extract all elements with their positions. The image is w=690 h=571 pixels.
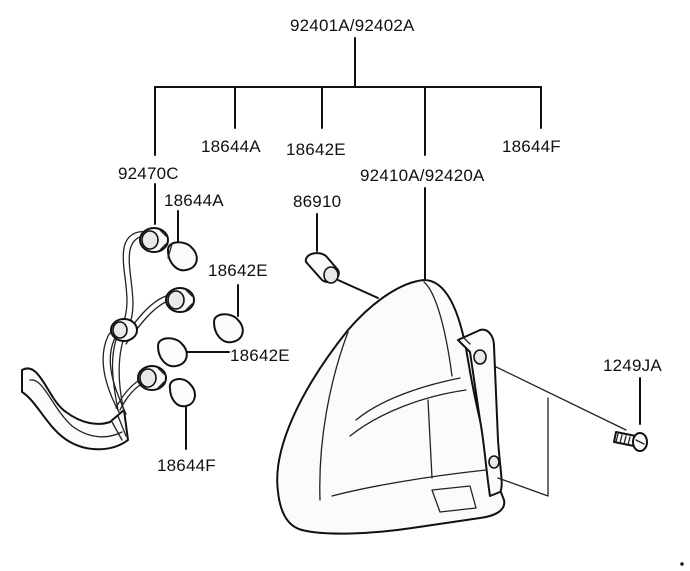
label-bulb-18644a: 18644A — [164, 191, 224, 210]
grommet-86910 — [304, 252, 340, 284]
socket-bottom — [137, 365, 167, 391]
scan-speck — [680, 562, 684, 566]
bulb-18644a — [167, 241, 198, 272]
label-bulb-18642e-upper: 18642E — [208, 261, 268, 280]
socket-wiring-harness — [21, 227, 195, 451]
label-screw: 1249JA — [603, 356, 662, 375]
label-socket-wiring: 92470C — [118, 164, 179, 183]
socket-upper-mid — [165, 287, 195, 313]
bulb-18642e-upper — [213, 313, 244, 344]
label-bulb-18644f-top: 18644F — [502, 137, 561, 156]
label-bulb-18642e-lower: 18642E — [230, 346, 290, 365]
bulb-18642e-lower — [157, 337, 188, 368]
screw-1249ja — [613, 431, 648, 452]
socket-top — [139, 227, 169, 253]
bulb-18644f — [168, 378, 196, 408]
label-bulb-18644a-top: 18644A — [201, 137, 261, 156]
label-assembly: 92401A/92402A — [290, 16, 415, 35]
assembly-leader-tree — [154, 37, 542, 156]
label-bulb-18642e-top: 18642E — [286, 140, 346, 159]
label-lamp-body: 92410A/92420A — [360, 166, 485, 185]
rear-lamp-body — [276, 279, 549, 535]
label-grommet: 86910 — [293, 192, 341, 211]
part-leader-lines — [154, 183, 641, 450]
label-bulb-18644f: 18644F — [157, 456, 216, 475]
socket-lower-mid — [110, 318, 138, 342]
